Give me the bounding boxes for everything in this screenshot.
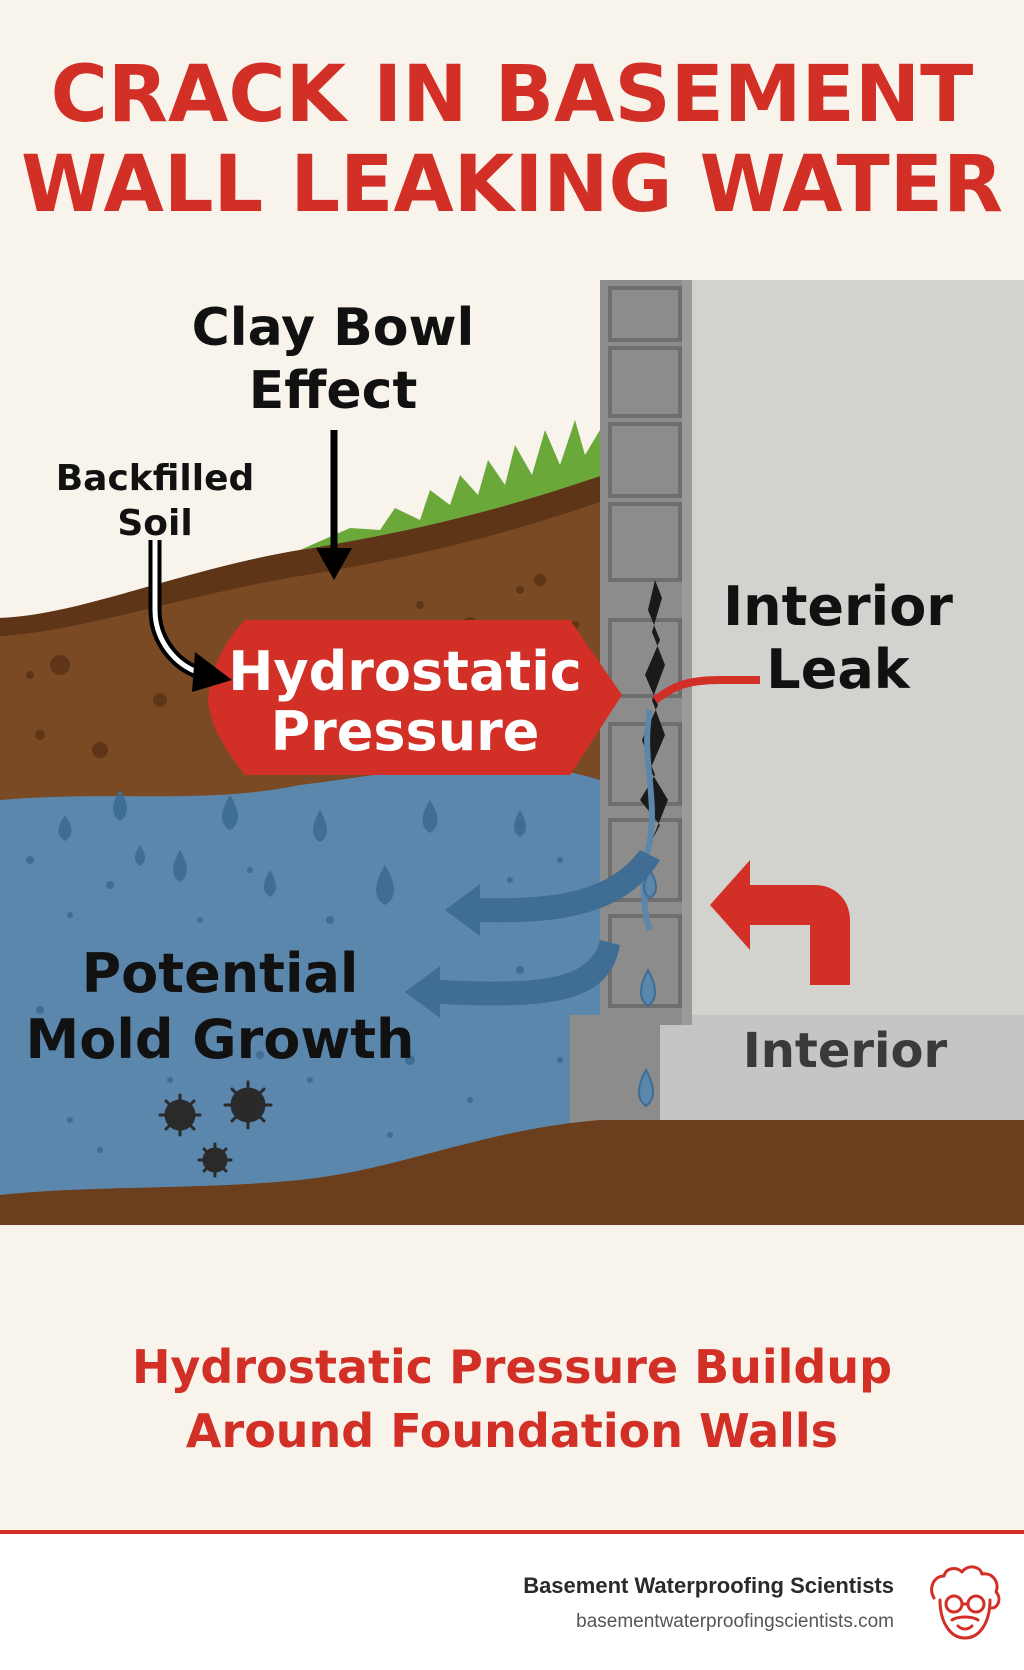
clay-bowl-arrow xyxy=(316,430,352,580)
grass xyxy=(300,420,600,550)
interior-floor-label: Interior xyxy=(743,1023,948,1079)
page-title: CRACK IN BASEMENT WALL LEAKING WATER xyxy=(0,50,1024,230)
hydrostatic-label-line-1: Hydrostatic xyxy=(228,640,582,703)
title-line-1: CRACK IN BASEMENT xyxy=(50,50,974,140)
clay-bowl-label-line-1: Clay Bowl xyxy=(192,298,475,358)
interior-leak-pointer xyxy=(652,676,760,704)
subtitle-line-1: Hydrostatic Pressure Buildup xyxy=(131,1340,893,1394)
wall-crack xyxy=(640,580,668,840)
foundation-diagram: Hydrostatic Pressure Clay Bowl Effect Ba… xyxy=(0,280,1024,1225)
interior-floor xyxy=(660,1015,1024,1120)
leaking-water-stream xyxy=(640,709,655,932)
water-flow-arrows xyxy=(405,850,660,1018)
title-line-2: WALL LEAKING WATER xyxy=(20,140,1004,230)
diagram-subtitle: Hydrostatic Pressure Buildup Around Foun… xyxy=(0,1335,1024,1463)
water-dots xyxy=(26,856,563,1153)
mold-label-line-1: Potential xyxy=(82,942,359,1005)
clay-bowl-label-line-2: Effect xyxy=(249,361,418,421)
backfilled-soil-arrow xyxy=(148,540,232,692)
footer-bar xyxy=(0,1530,1024,1670)
backfilled-soil-label-line-1: Backfilled xyxy=(56,458,255,499)
backfilled-soil-label-line-2: Soil xyxy=(117,503,192,544)
deep-soil xyxy=(0,1120,1024,1225)
mold-label-line-2: Mold Growth xyxy=(26,1008,415,1071)
water-droplets xyxy=(58,790,526,905)
hydrostatic-pressure-badge xyxy=(208,620,622,775)
interior-pressure-arrow xyxy=(710,860,850,985)
subtitle-line-2: Around Foundation Walls xyxy=(185,1404,839,1458)
brand-name: Basement Waterproofing Scientists xyxy=(523,1573,894,1598)
scientist-face-icon xyxy=(930,1565,1001,1640)
groundwater-zone xyxy=(0,764,600,1195)
interior-leak-label-line-2: Leak xyxy=(766,638,910,701)
interior-leak-label-line-1: Interior xyxy=(723,575,953,638)
mold-spores-icon xyxy=(158,1080,273,1178)
dripping-water-icon xyxy=(638,868,657,1108)
interior-room-edge xyxy=(682,280,692,1025)
brand-url[interactable]: basementwaterproofingscientists.com xyxy=(576,1611,894,1632)
hydrostatic-label-line-2: Pressure xyxy=(271,700,540,763)
